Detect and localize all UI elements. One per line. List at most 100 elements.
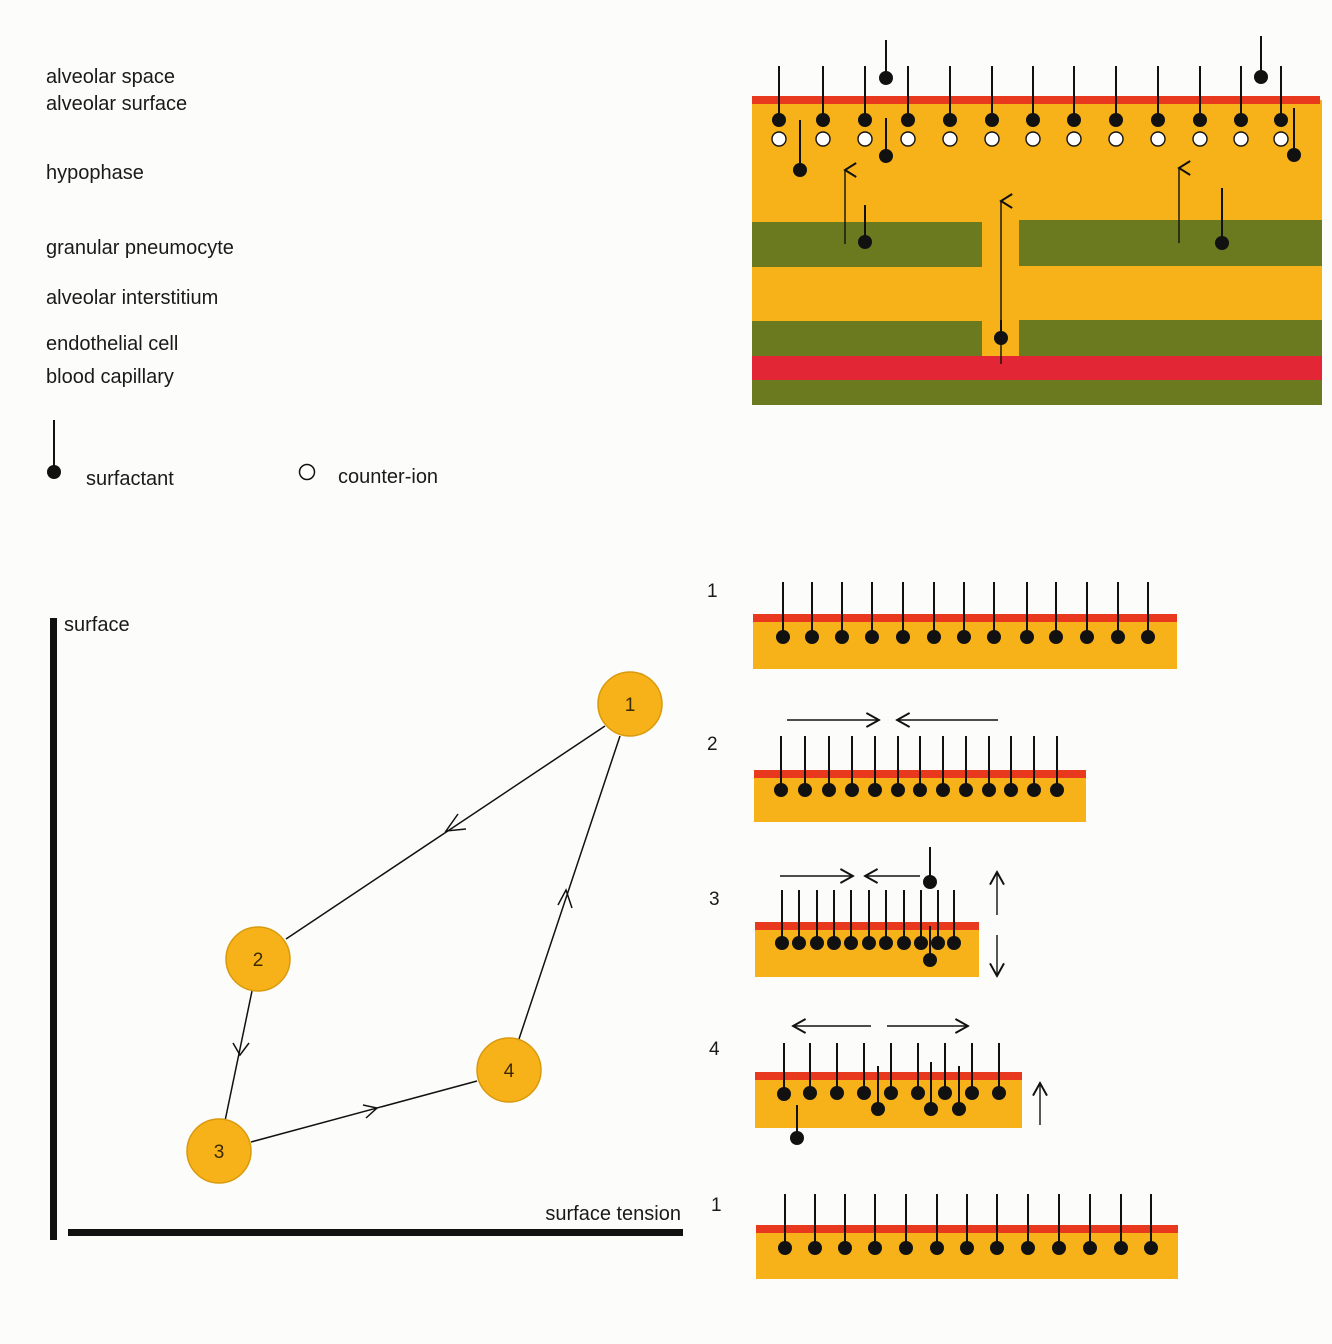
- surfactant-molecule: [914, 890, 928, 950]
- counter-ion: [900, 131, 916, 147]
- arrow-3-to-4: [362, 1104, 379, 1119]
- endothelial-cell-left: [752, 321, 982, 358]
- x-axis: [68, 1229, 683, 1236]
- surfactant-molecule: [938, 1043, 952, 1100]
- counter-ion: [984, 131, 1000, 147]
- surfactant-molecule: [803, 1043, 817, 1100]
- surfactant-molecule: [798, 736, 812, 797]
- surfactant-molecule: [775, 890, 789, 950]
- surface-surfactant-row: [772, 66, 1288, 127]
- surfactant-molecule: [897, 890, 911, 950]
- surfactant-molecule: [990, 1194, 1004, 1255]
- surfactant-molecule: [884, 1043, 898, 1100]
- legend-counter-ion-label: counter-ion: [338, 466, 439, 488]
- y-axis-label: surface: [64, 614, 130, 636]
- blood-capillary-lower-cell: [752, 380, 1322, 405]
- surfactant-molecule: [816, 66, 830, 127]
- counter-ion: [1108, 131, 1124, 147]
- cycle-edge-arrows: [232, 813, 573, 1119]
- cycle-node-4: 4: [476, 1037, 542, 1103]
- surfactant-molecule: [772, 66, 786, 127]
- surfactant-molecule: [1144, 1194, 1158, 1255]
- label-endothelial-cell: endothelial cell: [46, 333, 179, 355]
- step-3-panel: [755, 847, 997, 977]
- surfactant-molecule: [960, 1194, 974, 1255]
- surfactant-molecule: [808, 1194, 822, 1255]
- step-label-3: 3: [709, 889, 720, 910]
- secretion-arrows: [845, 168, 1179, 364]
- surfactant-molecule: [1021, 1194, 1035, 1255]
- surfactant-molecule: [1274, 66, 1288, 127]
- surfactant-molecule: [827, 890, 841, 950]
- surfactant-molecule: [777, 1043, 791, 1101]
- surfactant-molecule: [822, 736, 836, 797]
- surfactant-molecule: [830, 1043, 844, 1100]
- surfactant-molecule: [931, 890, 945, 950]
- surfactant-molecule: [899, 1194, 913, 1255]
- step-label-2: 2: [707, 734, 718, 755]
- surfactant-molecule: [868, 1194, 882, 1255]
- surfactant-molecule: [776, 582, 790, 644]
- surfactant-molecule: [1026, 66, 1040, 127]
- surfactant-molecule: [891, 736, 905, 797]
- surfactant-molecule: [778, 1194, 792, 1255]
- step-2-panel: [754, 720, 1086, 822]
- pneumocyte-surfactants: [858, 188, 1229, 345]
- svg-text:4: 4: [504, 1061, 515, 1082]
- counter-ion: [1150, 131, 1166, 147]
- surfactant-molecule: [1020, 582, 1034, 644]
- surfactant-molecule: [844, 890, 858, 950]
- surfactant-molecule: [858, 66, 872, 127]
- step-label-4: 4: [709, 1039, 720, 1060]
- surfactant-molecule: [896, 582, 910, 644]
- counter-ion: [1192, 131, 1208, 147]
- arrow-2-to-3: [232, 1042, 250, 1057]
- counter-ion: [771, 131, 787, 147]
- surfactant-molecule: [805, 582, 819, 644]
- counter-ion: [1273, 131, 1289, 147]
- counter-ion: [857, 131, 873, 147]
- surface-tension-cycle-diagram: surface surface tension 1 2 3 4: [50, 614, 683, 1240]
- label-alveolar-surface: alveolar surface: [46, 93, 188, 115]
- surfactant-molecule: [957, 582, 971, 644]
- surfactant-molecule: [879, 890, 893, 950]
- surfactant-molecule: [871, 1066, 885, 1116]
- surfactant-molecule: [1083, 1194, 1097, 1255]
- surfactant-molecule: [838, 1194, 852, 1255]
- step-label-1: 1: [707, 581, 718, 602]
- surfactant-molecule: [845, 736, 859, 797]
- label-alveolar-space: alveolar space: [46, 66, 175, 88]
- cycle-node-2: 2: [225, 926, 291, 992]
- legend-counter-ion-icon: [298, 463, 316, 481]
- surfactant-molecule: [774, 736, 788, 797]
- surfactant-molecule: [865, 582, 879, 644]
- surfactant-molecule: [985, 66, 999, 127]
- surfactant-molecule: [1080, 582, 1094, 644]
- surfactant-molecule: [862, 890, 876, 950]
- surfactant-molecule: [959, 736, 973, 797]
- label-blood-capillary: blood capillary: [46, 366, 174, 388]
- cycle-node-3: 3: [186, 1118, 252, 1184]
- surfactant-molecule: [930, 1194, 944, 1255]
- surfactant-molecule: [924, 1062, 938, 1116]
- hypophase-surfactants: [793, 108, 1301, 177]
- surfactant-molecule: [810, 890, 824, 950]
- surfactant-molecule: [1151, 66, 1165, 127]
- label-alveolar-interstitium: alveolar interstitium: [46, 287, 219, 309]
- surfactant-molecule: [835, 582, 849, 644]
- granular-pneumocyte-right: [1019, 220, 1322, 266]
- surfactant-molecule: [927, 582, 941, 644]
- surfactant-molecule: [992, 1043, 1006, 1100]
- surfactant-molecule: [911, 1043, 925, 1100]
- arrow-4-to-1: [557, 888, 573, 909]
- counter-ion: [942, 131, 958, 147]
- svg-text:1: 1: [625, 695, 636, 716]
- surfactant-molecule: [952, 1066, 966, 1116]
- surfactant-molecule: [947, 890, 961, 950]
- surfactant-molecule: [1141, 582, 1155, 644]
- surfactant-molecule: [1067, 66, 1081, 127]
- endothelial-cell-right: [1019, 320, 1322, 358]
- surfactant-molecule: [913, 736, 927, 797]
- surfactant-molecule: [1004, 736, 1018, 797]
